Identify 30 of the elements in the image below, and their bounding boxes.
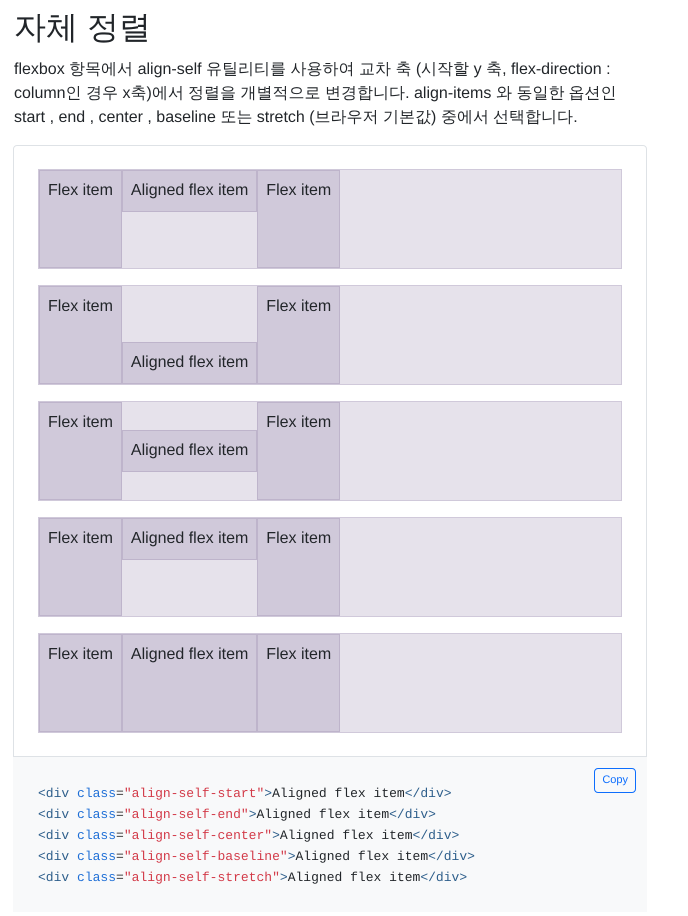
flex-item: Flex item (39, 518, 122, 616)
flex-item: Flex item (257, 402, 340, 500)
flex-container (38, 633, 622, 733)
flex-item: Flex item (257, 634, 340, 732)
code-line: <div class="align-self-baseline">Aligned flex item</div> (38, 848, 475, 866)
code-block (13, 757, 647, 912)
flex-container (38, 285, 622, 385)
flex-item: Flex item (39, 402, 122, 500)
code-line: <div class="align-self-center">Aligned flex item</div> (38, 827, 460, 845)
example-panel (13, 145, 647, 757)
flex-item: Aligned flex item (122, 634, 258, 732)
flex-item: Aligned flex item (122, 170, 258, 212)
flex-container (38, 401, 622, 501)
flex-item: Flex item (257, 286, 340, 384)
copy-button: Copy (594, 768, 636, 793)
description-text: flexbox 항목에서 align-self 유틸리티를 사용하여 교차 축 (시작할 y 축, flex-direction : column인 경우 x축)에서 정렬을 개별적으로 변경합니다. align-items 와 동일한 옵션인 start , end , center , baseline 또는 stretch (브라우저 기본값) 중에서 선택합니다. (14, 60, 618, 128)
code-line: <div class="align-self-stretch">Aligned flex item</div> (38, 869, 468, 887)
flex-item: Aligned flex item (122, 342, 258, 384)
page-title: 자체 정렬 (14, 8, 152, 46)
flex-item: Flex item (39, 634, 122, 732)
flex-item: Flex item (257, 518, 340, 616)
code-line: <div class="align-self-start">Aligned flex item</div> (38, 785, 452, 803)
flex-container (38, 169, 622, 269)
flex-container (38, 517, 622, 617)
code-line: <div class="align-self-end">Aligned flex item</div> (38, 806, 436, 824)
flex-item: Flex item (39, 286, 122, 384)
flex-item: Flex item (39, 170, 122, 268)
flex-item: Aligned flex item (122, 430, 258, 472)
flex-item: Aligned flex item (122, 518, 258, 560)
flex-item: Flex item (257, 170, 340, 268)
